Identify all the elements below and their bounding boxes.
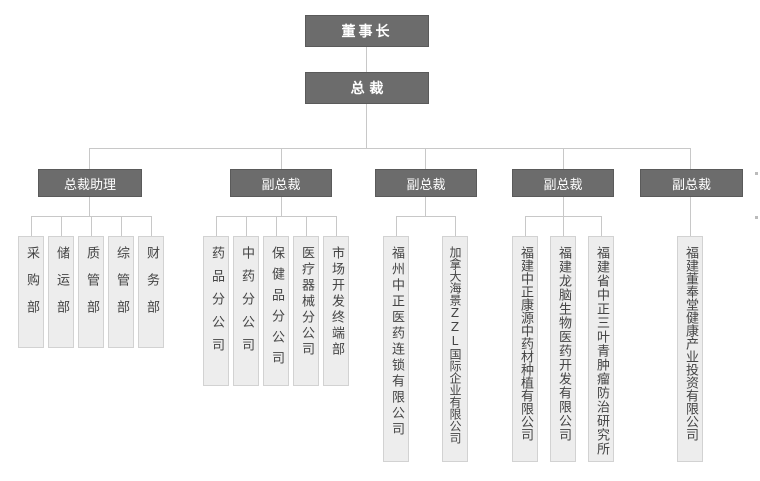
unit-label: 加拿大海景ZZL国际企业有限公司 [448,246,462,444]
dept-procurement: 采购部 [18,236,44,348]
connector-dept-5 [151,216,152,236]
connector-vp1-unit-1 [216,216,217,236]
unit-dongfengtang-investment: 福建董奉堂健康产业投资有限公司 [677,236,703,462]
unit-label: 市场开发终端部 [329,246,344,358]
connector-to-assistant [89,148,90,169]
unit-label: 福建中正康源中药材种植有限公司 [518,246,533,441]
connector-to-vp3 [563,148,564,169]
connector-vp2-bus [396,216,456,217]
connector-vp3-unit-3 [601,216,602,236]
vp4-label: 副总裁 [671,177,711,193]
unit-label: 医疗器械分公司 [299,246,314,358]
vp2-label: 副总裁 [406,177,446,193]
edge-mark-top [755,172,758,175]
connector-vp1-unit-2 [246,216,247,236]
dept-quality: 质管部 [78,236,104,348]
unit-healthcare-branch: 保健品分公司 [263,236,289,386]
connector-vp3-unit-2 [563,216,564,236]
connector-vp4-down [690,196,691,236]
unit-tcm-branch: 中药分公司 [233,236,259,386]
connector-to-vp1 [281,148,282,169]
unit-kangyuan-herb-planting: 福建中正康源中药材种植有限公司 [512,236,538,462]
dept-finance: 财务部 [138,236,164,348]
connector-vp1-down [281,196,282,216]
unit-pharma-branch: 药品分公司 [203,236,229,386]
connector-vp2-unit-2 [455,216,456,236]
connector-vp3-unit-1 [525,216,526,236]
unit-label: 中药分公司 [239,246,254,361]
chairman-box: 董事长 [305,15,429,47]
assistant-box: 总裁助理 [38,169,142,197]
vp4-box: 副总裁 [640,169,743,197]
unit-label: 福建省中正三叶青肿瘤防治研究所 [594,246,609,456]
unit-fuzhou-pharmacy-chain: 福州中正医药连锁有限公司 [383,236,409,462]
unit-label: 药品分公司 [209,246,224,361]
dept-logistics: 储运部 [48,236,74,348]
connector-to-vp2 [425,148,426,169]
connector-chairman-president [366,46,367,72]
dept-label: 质管部 [84,246,99,327]
vp3-box: 副总裁 [512,169,614,197]
dept-admin: 综管部 [108,236,134,348]
vp1-box: 副总裁 [230,169,332,197]
unit-label: 福建龙脑生物医药开发有限公司 [556,246,571,442]
dept-label: 财务部 [144,246,159,327]
dept-label: 综管部 [114,246,129,327]
president-box: 总 裁 [305,72,429,104]
connector-main-bus [89,148,690,149]
vp2-box: 副总裁 [375,169,477,197]
connector-dept-3 [91,216,92,236]
unit-sanyeqing-institute: 福建省中正三叶青肿瘤防治研究所 [588,236,614,462]
dept-label: 储运部 [54,246,69,327]
connector-dept-1 [31,216,32,236]
unit-market-dev: 市场开发终端部 [323,236,349,386]
connector-dept-4 [121,216,122,236]
connector-assistant-down [89,196,90,216]
dept-label: 采购部 [24,246,39,327]
connector-vp1-unit-3 [276,216,277,236]
chairman-label: 董事长 [341,24,393,40]
unit-longnao-biopharma: 福建龙脑生物医药开发有限公司 [550,236,576,462]
edge-mark-bottom [755,216,758,219]
connector-president-bus [366,103,367,149]
connector-dept-2 [61,216,62,236]
connector-to-vp4 [690,148,691,169]
president-label: 总 裁 [350,81,384,97]
vp3-label: 副总裁 [543,177,583,193]
connector-vp2-down [425,196,426,216]
connector-vp1-unit-4 [306,216,307,236]
unit-label: 福建董奉堂健康产业投资有限公司 [683,246,698,441]
connector-vp1-unit-5 [336,216,337,236]
unit-label: 保健品分公司 [269,246,284,372]
assistant-label: 总裁助理 [63,177,116,193]
vp1-label: 副总裁 [261,177,301,193]
unit-canada-zzl: 加拿大海景ZZL国际企业有限公司 [442,236,468,462]
connector-vp2-unit-1 [396,216,397,236]
unit-label: 福州中正医药连锁有限公司 [389,246,404,438]
connector-vp3-down [563,196,564,216]
unit-medical-device-branch: 医疗器械分公司 [293,236,319,386]
